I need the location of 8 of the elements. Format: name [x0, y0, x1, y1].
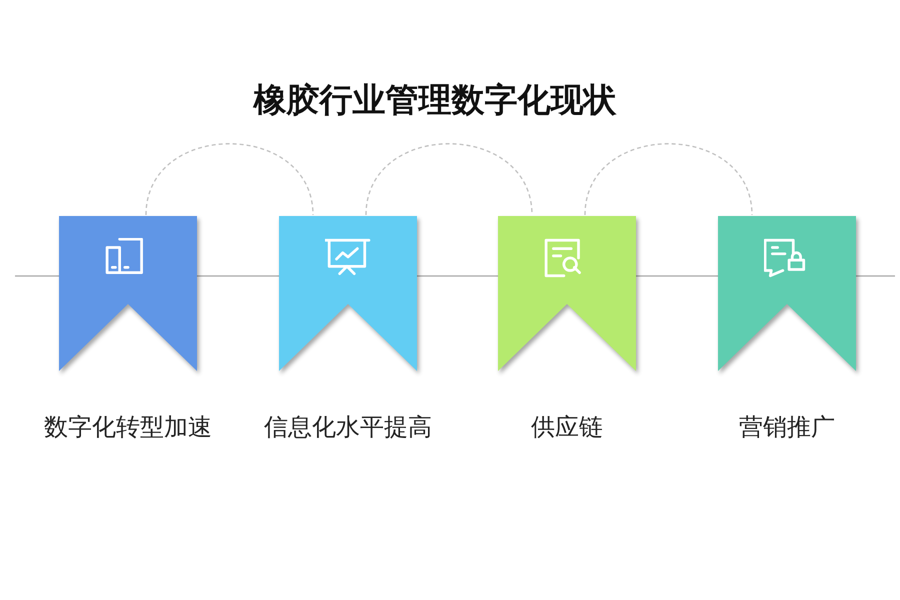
ribbon-label: 数字化转型加速	[43, 412, 213, 443]
ribbon-label: 供应链	[530, 412, 604, 443]
title: 橡胶行业管理数字化现状	[252, 79, 618, 121]
ribbon-label: 营销推广	[738, 412, 836, 443]
connector-arc	[145, 143, 314, 216]
ribbon-label: 信息化水平提高	[263, 412, 433, 443]
connector-arc	[365, 143, 533, 216]
connector-arc	[584, 143, 753, 216]
